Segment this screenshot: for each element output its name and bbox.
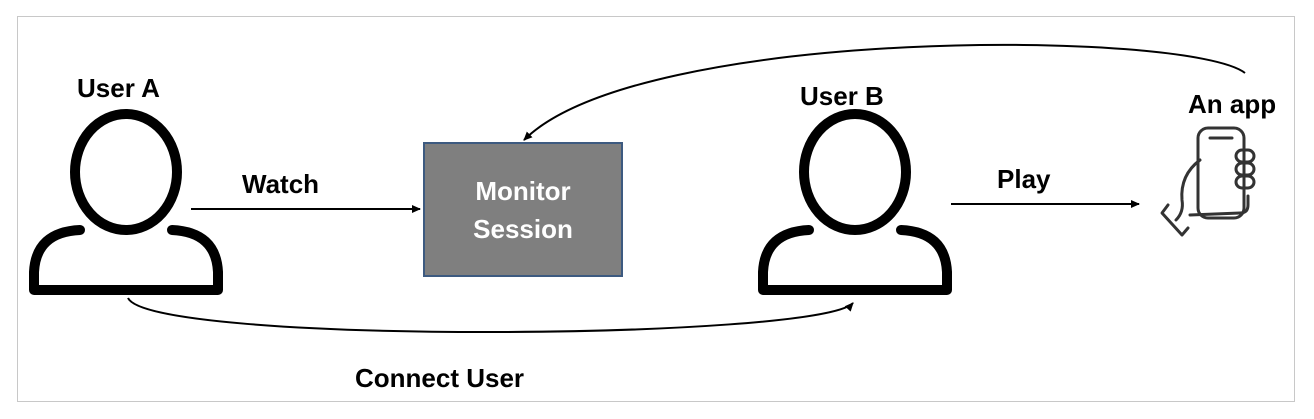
connect-user-curve xyxy=(127,297,854,333)
diagram-frame xyxy=(17,16,1295,402)
connect-user-label: Connect User xyxy=(355,363,525,393)
watch-label: Watch xyxy=(242,169,320,199)
phone-in-hand-icon xyxy=(1160,126,1256,237)
user-a-label: User A xyxy=(77,73,160,103)
app-to-monitor-curve xyxy=(523,43,1246,141)
monitor-session-box: Monitor Session xyxy=(423,142,623,277)
app-label: An app xyxy=(1188,89,1277,119)
user-a-person-icon xyxy=(29,109,223,295)
play-label: Play xyxy=(997,164,1051,194)
user-b-person-icon xyxy=(758,109,952,295)
user-b-label: User B xyxy=(800,81,884,111)
monitor-session-label: Monitor Session xyxy=(473,175,573,244)
